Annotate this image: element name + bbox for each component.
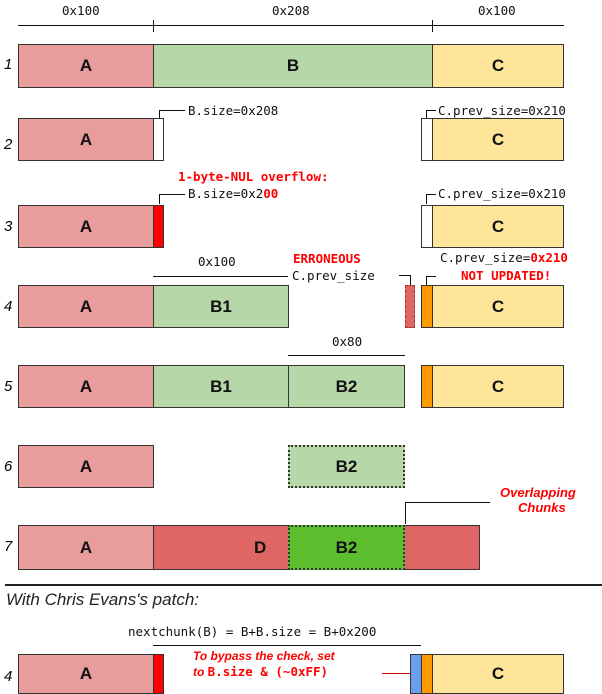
size-label-c: 0x100 (478, 3, 516, 18)
size-arrow (18, 25, 564, 26)
row-number: 4 (4, 668, 13, 685)
b-size-suffix: 00 (263, 186, 279, 201)
chunk-a: A (18, 285, 154, 328)
chunk-a: A (18, 445, 154, 488)
chunk-c: C (432, 44, 564, 88)
divider-tick (432, 20, 433, 32)
chunk-a: A (18, 205, 154, 248)
pointer-arrow (399, 275, 411, 285)
overflow-label: 1-byte-NUL overflow: (178, 169, 329, 184)
chunk-c: C (432, 205, 564, 248)
pointer-arrow (159, 110, 185, 118)
chunk-b: B (153, 44, 433, 88)
chunk-a: A (18, 365, 154, 408)
b-size-label: B.size=0x208 (188, 103, 279, 118)
size-label-a: 0x100 (62, 3, 100, 18)
bypass-code: B.size & (~0xFF) (207, 664, 329, 679)
bypass-label-1: To bypass the check, set (193, 649, 335, 663)
row-number: 6 (4, 458, 13, 475)
size-label-b: 0x208 (272, 3, 310, 18)
pointer-arrow (159, 194, 185, 204)
overwritten-size-field (153, 654, 164, 694)
c-prev-size-label: C.prev_size=0x210 (438, 103, 566, 118)
b-size-prefix: B.size=0x2 (188, 186, 264, 201)
nextchunk-label: nextchunk(B) = B+B.size = B+0x200 (128, 624, 377, 639)
chunk-b2-allocated: B2 (288, 445, 405, 488)
overlapping-label-1: Overlapping (500, 485, 576, 500)
c-prev-size-value: 0x210 (530, 250, 568, 265)
row-number: 3 (4, 218, 13, 235)
chunk-c: C (432, 654, 564, 694)
bypass-prefix: to (193, 665, 208, 679)
row-number: 7 (4, 538, 13, 555)
bypass-label-2: to B.size & (~0xFF) (193, 664, 328, 679)
not-updated-label: NOT UPDATED! (461, 268, 552, 283)
chunk-b2: B2 (288, 365, 405, 408)
size-arrow (153, 276, 288, 277)
chunk-b1: B1 (153, 365, 289, 408)
chunk-a: A (18, 118, 154, 161)
chunk-c: C (432, 118, 564, 161)
erroneous-label: ERRONEOUS (293, 251, 361, 266)
chunk-b2-overlapped: B2 (288, 525, 405, 570)
chunk-b1: B1 (153, 285, 289, 328)
c-prev-size-label: C.prev_size=0x210 (438, 186, 566, 201)
b1-size-label: 0x100 (198, 254, 236, 269)
size-arrow (288, 355, 405, 356)
row-number: 1 (4, 56, 13, 73)
row-number: 4 (4, 298, 13, 315)
chunk-a: A (18, 44, 154, 88)
pointer-arrow (426, 194, 436, 204)
nextchunk-arrow (153, 645, 421, 646)
overwritten-size-field (153, 205, 164, 248)
chunk-a: A (18, 525, 154, 570)
section-divider (5, 584, 602, 586)
erroneous-prev-size-label: C.prev_size (292, 268, 375, 283)
chunk-c: C (432, 285, 564, 328)
row-number: 2 (4, 136, 13, 153)
pointer-arrow (426, 276, 436, 285)
chunk-a: A (18, 654, 154, 694)
divider-tick (153, 20, 154, 32)
row-number: 5 (4, 378, 13, 395)
b2-size-label: 0x80 (332, 334, 363, 349)
overlapping-label-2: Chunks (518, 500, 566, 515)
patch-heading: With Chris Evans's patch: (6, 590, 199, 609)
chunk-c: C (432, 365, 564, 408)
c-prev-size-label: C.prev_size=0x210 (440, 250, 568, 265)
c-prev-size-prefix: C.prev_size= (440, 250, 531, 265)
bypass-arrow (382, 673, 412, 674)
pointer-arrow (405, 502, 490, 524)
b-size-label: B.size=0x200 (188, 186, 278, 201)
pointer-arrow (426, 110, 436, 118)
fake-prev-size-field (405, 285, 415, 328)
b-size-field (153, 118, 164, 161)
